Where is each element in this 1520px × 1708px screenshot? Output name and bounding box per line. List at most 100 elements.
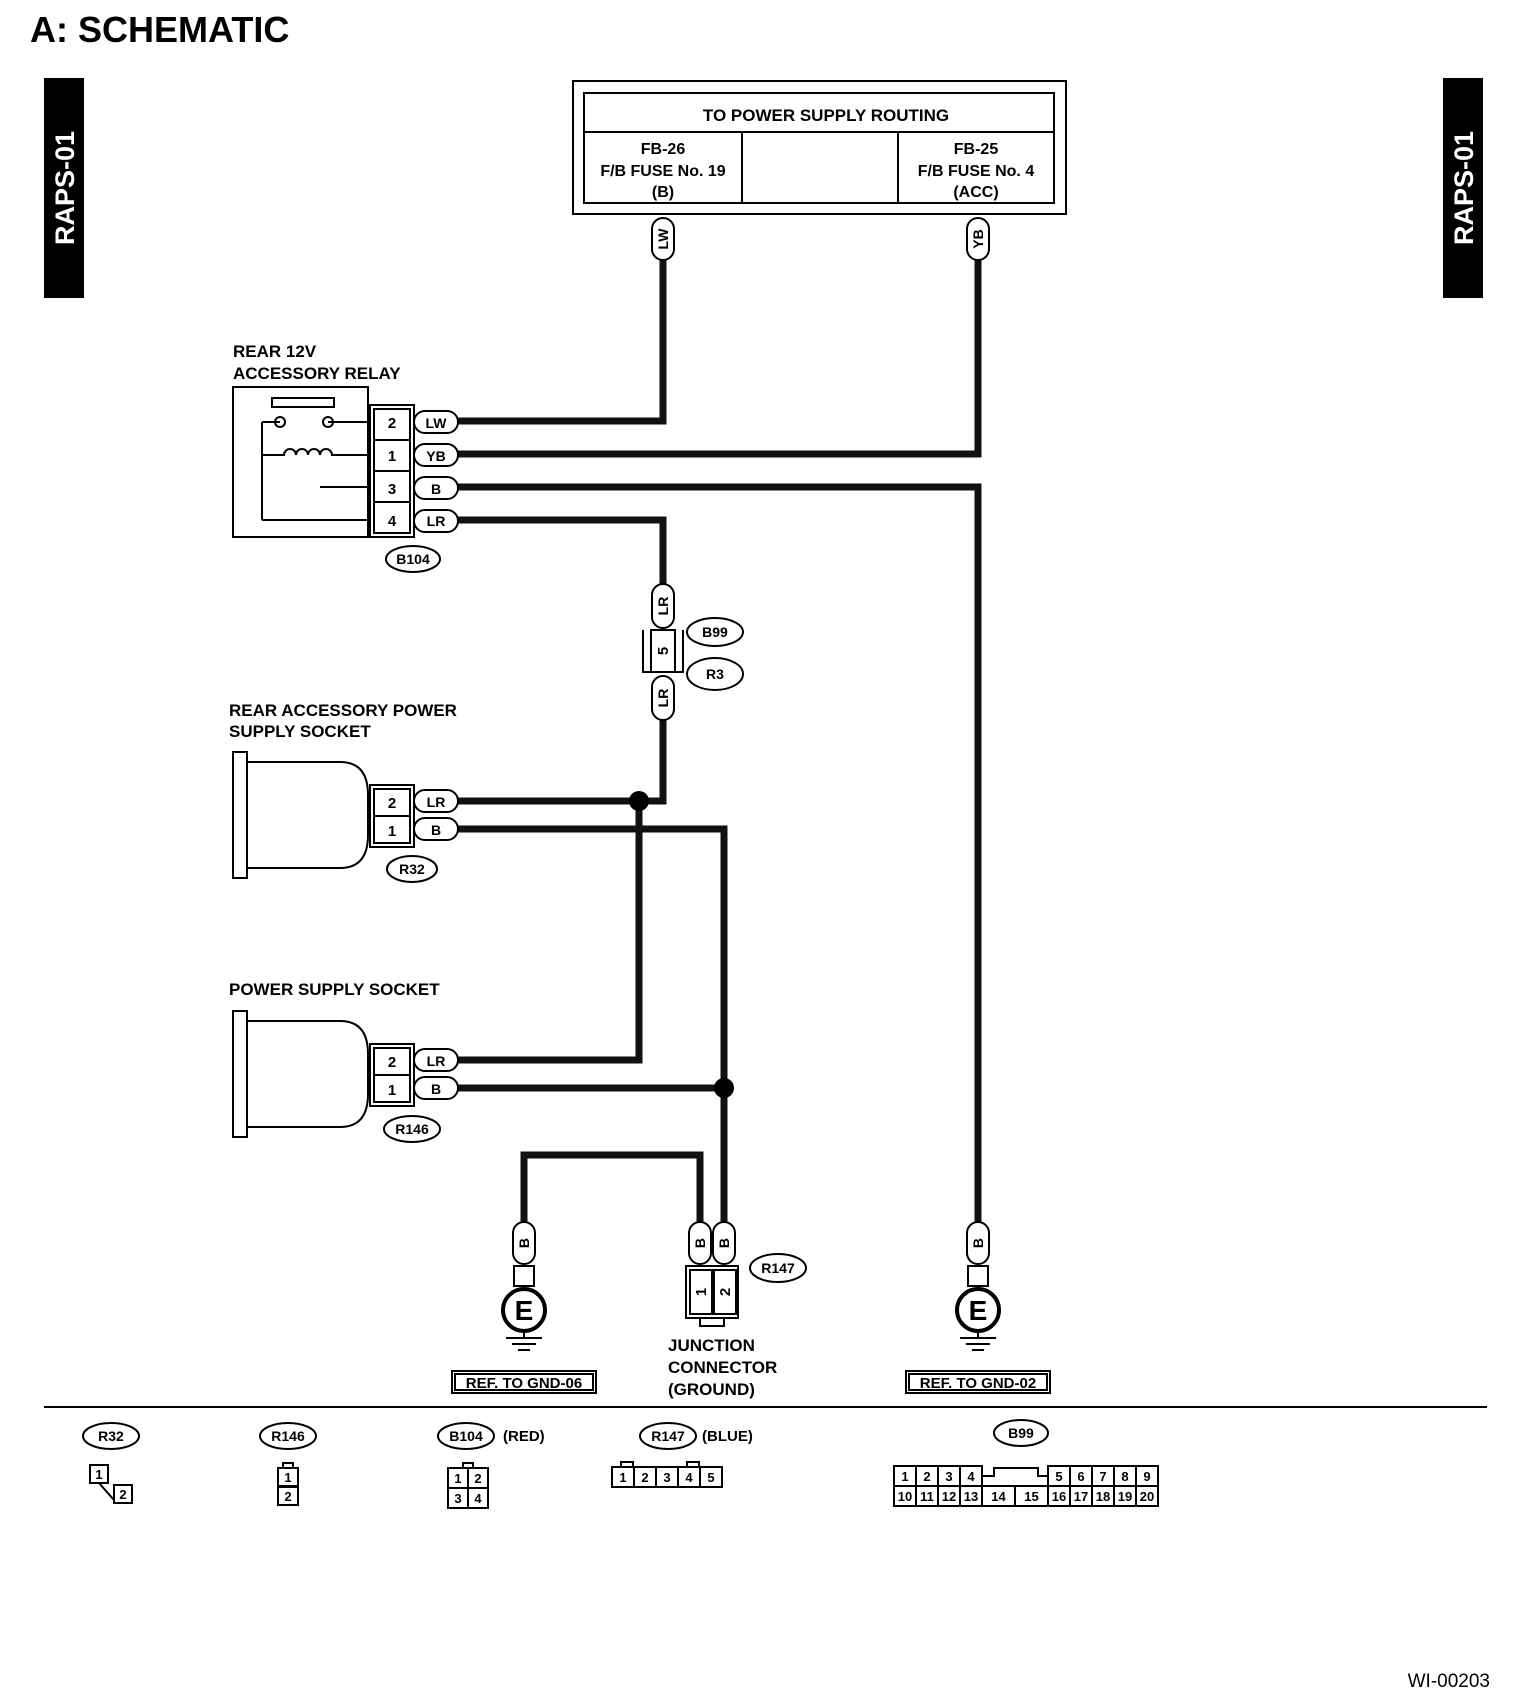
svg-text:2: 2 (119, 1487, 126, 1502)
b99-pin: 12 (942, 1489, 956, 1504)
svg-text:(RED): (RED) (503, 1428, 545, 1445)
ground-right-symbol: E (969, 1295, 988, 1326)
b99-pin: 2 (923, 1469, 930, 1484)
side-tab-right: RAPS-01 (1443, 78, 1483, 298)
relay-connector-id: B104 (385, 545, 441, 573)
power-socket-connector-id: R146 (395, 1121, 429, 1137)
rear-socket-title-line1: REAR ACCESSORY POWER (229, 701, 457, 720)
junction-connector: B B 1 2 R147 JUNCTION CONNECTOR (GROUND) (668, 1221, 807, 1399)
wire-label-b-junction-2: B (716, 1238, 732, 1248)
b99-pin: 8 (1121, 1469, 1128, 1484)
b99-pin: 5 (1055, 1469, 1062, 1484)
intermediate-connector: LR 5 LR B99 R3 (642, 583, 744, 721)
b99-pin: 17 (1074, 1489, 1088, 1504)
power-socket-wire-b: B (431, 1081, 441, 1097)
svg-text:2: 2 (284, 1489, 291, 1504)
rear-socket-title-line2: SUPPLY SOCKET (229, 722, 371, 741)
relay-pin-d: 4 (388, 513, 397, 530)
relay-wire-a: LW (426, 415, 448, 431)
junction-pin-1: 1 (693, 1288, 710, 1296)
svg-text:B99: B99 (1008, 1425, 1034, 1441)
svg-text:4: 4 (685, 1470, 693, 1485)
fuse-left-line2: F/B FUSE No. 19 (600, 163, 725, 180)
relay-title-line2: ACCESSORY RELAY (233, 364, 401, 383)
relay-pin-a: 2 (388, 415, 396, 432)
relay-wire-b: YB (426, 448, 445, 464)
b99-pin: 14 (991, 1489, 1006, 1504)
svg-text:2: 2 (474, 1471, 481, 1486)
power-socket-pin-b: 1 (388, 1082, 396, 1099)
b99-pin: 20 (1140, 1489, 1154, 1504)
svg-text:R146: R146 (271, 1428, 305, 1444)
relay-body (232, 386, 369, 538)
junction-pin-2: 2 (717, 1288, 734, 1296)
svg-text:3: 3 (454, 1491, 461, 1506)
b99-pin: 9 (1143, 1469, 1150, 1484)
b99-pin: 13 (964, 1489, 978, 1504)
svg-text:1: 1 (284, 1470, 291, 1485)
power-socket-wire-a: LR (427, 1053, 446, 1069)
b99-pin: 18 (1096, 1489, 1110, 1504)
fuse-left-line1: FB-26 (641, 141, 686, 158)
b99-pin: 3 (945, 1469, 952, 1484)
rear-socket-wire-a: LR (427, 794, 446, 810)
svg-text:LW: LW (655, 228, 671, 250)
rear-socket-wire-b: B (431, 822, 441, 838)
legend-r146: R146 1 2 (259, 1422, 317, 1506)
svg-text:2: 2 (641, 1470, 648, 1485)
svg-text:RAPS-01: RAPS-01 (50, 131, 80, 245)
legend-r32: R32 1 2 (82, 1422, 140, 1504)
wire-label-b-junction-1: B (692, 1238, 708, 1248)
svg-text:(BLUE): (BLUE) (702, 1428, 753, 1445)
relay-title-line1: REAR 12V (233, 342, 317, 361)
wires (458, 260, 982, 1222)
relay-connector: 2 1 3 4 LW YB B LR (369, 404, 459, 538)
wire-label-lr-upper: LR (655, 597, 671, 616)
power-supply-box: TO POWER SUPPLY ROUTING FB-26 F/B FUSE N… (572, 80, 1067, 215)
ground-right: B E REF. TO GND-02 (905, 1221, 1051, 1394)
wire-label-b-gnd-left: B (516, 1238, 532, 1248)
junction-label-line2: CONNECTOR (668, 1358, 777, 1377)
wire-label-lr-lower: LR (655, 689, 671, 708)
fuse-right-line1: FB-25 (954, 141, 999, 158)
power-box-header: TO POWER SUPPLY ROUTING (703, 106, 949, 125)
b99-pin: 6 (1077, 1469, 1084, 1484)
power-socket-pin-a: 2 (388, 1054, 396, 1071)
ground-left-symbol: E (515, 1295, 534, 1326)
rear-socket-pin-a: 2 (388, 795, 396, 812)
power-socket-body (232, 1010, 369, 1138)
relay-pin-b: 1 (388, 448, 396, 465)
legend-b104: B104 (RED) 1 2 3 4 (437, 1422, 545, 1509)
legend-r147: R147 (BLUE) 1 2 3 4 5 (611, 1422, 753, 1488)
b99-pin: 10 (898, 1489, 912, 1504)
b99-pin: 1 (901, 1469, 908, 1484)
b99-pin: 15 (1024, 1489, 1038, 1504)
relay-pin-c: 3 (388, 481, 396, 498)
b99-pin: 4 (967, 1469, 975, 1484)
ground-left: B E REF. TO GND-06 (451, 1221, 597, 1394)
rear-socket-connector-id: R32 (399, 861, 425, 877)
page-title: A: SCHEMATIC (30, 9, 289, 50)
svg-text:R32: R32 (98, 1428, 124, 1444)
wire-label-lw: LW (651, 217, 675, 261)
b99-pin: 16 (1052, 1489, 1066, 1504)
junction-label-line3: (GROUND) (668, 1380, 755, 1399)
svg-text:R147: R147 (651, 1428, 685, 1444)
b99-pin: 11 (920, 1489, 934, 1504)
connector-id-r3: R3 (706, 666, 724, 682)
svg-text:1: 1 (619, 1470, 626, 1485)
fuse-right-line3: (ACC) (953, 184, 998, 201)
connector-id-b99: B99 (702, 624, 728, 640)
relay-wire-d: LR (427, 513, 446, 529)
svg-text:YB: YB (970, 229, 986, 248)
wire-label-b-gnd-right: B (970, 1238, 986, 1248)
fuse-right-line2: F/B FUSE No. 4 (918, 163, 1035, 180)
svg-text:1: 1 (454, 1471, 461, 1486)
ground-left-ref: REF. TO GND-06 (466, 1375, 582, 1392)
svg-text:RAPS-01: RAPS-01 (1449, 131, 1479, 245)
junction-connector-id: R147 (761, 1260, 795, 1276)
side-tab-left: RAPS-01 (44, 78, 84, 298)
rear-socket-body (232, 751, 369, 879)
